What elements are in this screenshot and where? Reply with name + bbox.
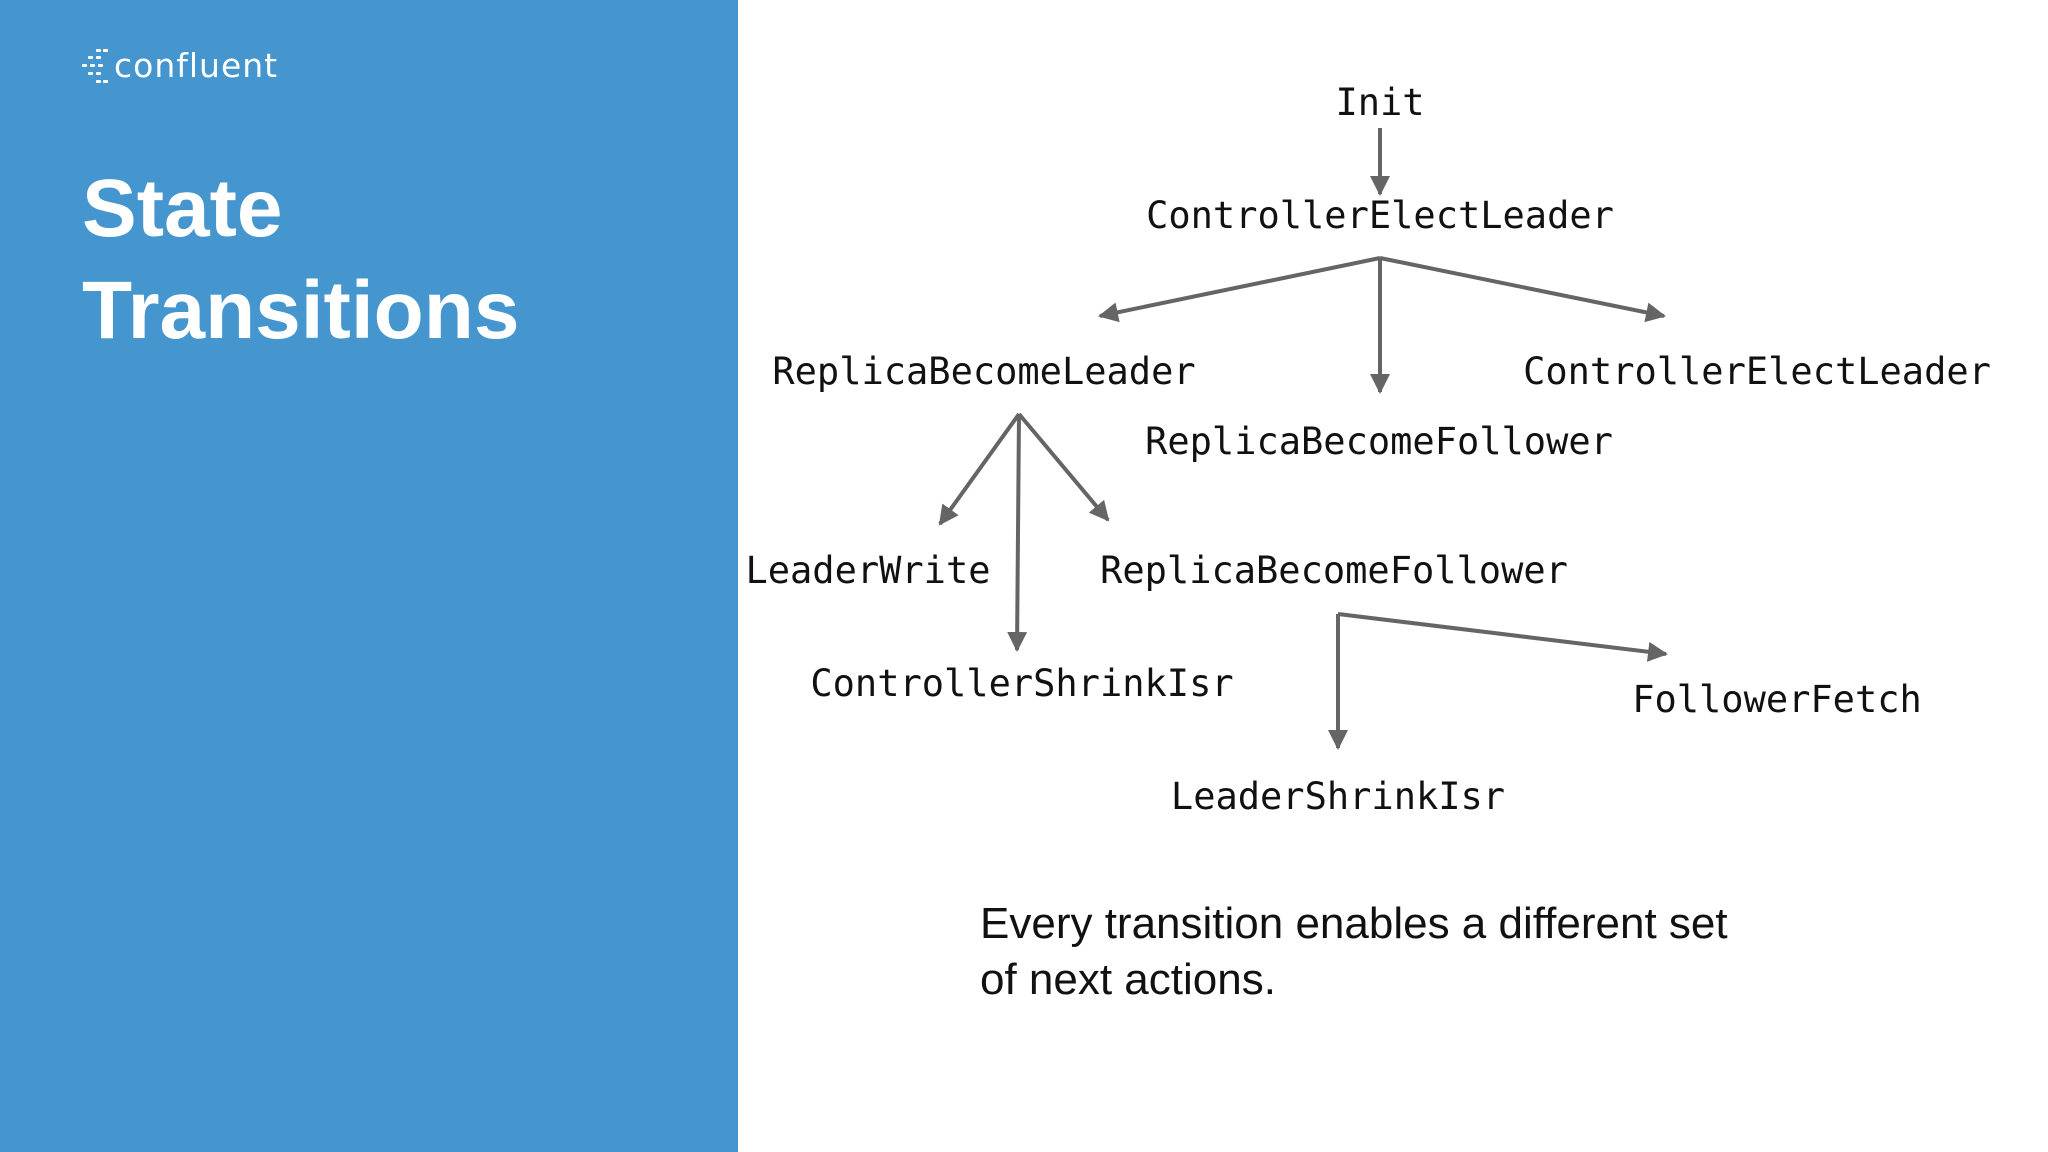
arrow-rbl-to-replica-become-follower	[1017, 412, 1110, 522]
title-line-2: Transitions	[82, 265, 520, 356]
brand-logo: confluent	[82, 44, 278, 88]
caption: Every transition enables a different set…	[980, 896, 1900, 1008]
brand-name: confluent	[114, 46, 279, 85]
node-leader-shrink-isr: LeaderShrinkIsr	[1170, 775, 1506, 818]
node-init: Init	[1335, 81, 1425, 124]
node-leader-write: LeaderWrite	[745, 549, 991, 592]
left-panel: confluent State Transitions	[0, 0, 738, 1152]
node-controller-shrink-isr: ControllerShrinkIsr	[810, 662, 1234, 705]
title-line-1: State	[82, 163, 283, 254]
slide-title: State Transitions	[82, 158, 519, 362]
arrow-rbl-to-controller-shrink-isr	[1007, 413, 1028, 652]
arrow-rbf-to-follower-fetch	[1337, 612, 1668, 662]
node-follower-fetch: FollowerFetch	[1632, 678, 1922, 721]
node-replica-become-leader: ReplicaBecomeLeader	[772, 350, 1196, 393]
caption-line-2: of next actions.	[980, 955, 1276, 1004]
caption-line-1: Every transition enables a different set	[980, 899, 1728, 948]
arrow-rbl-to-leader-write	[938, 412, 1021, 526]
arrow-cel-to-controller-elect-leader	[1379, 256, 1666, 323]
node-replica-become-follower-mid: ReplicaBecomeFollower	[1145, 420, 1613, 463]
node-controller-elect-leader-right: ControllerElectLeader	[1523, 350, 1991, 393]
node-controller-elect-leader: ControllerElectLeader	[1146, 194, 1614, 237]
confluent-logo-icon	[82, 49, 108, 83]
node-replica-become-follower-low: ReplicaBecomeFollower	[1100, 549, 1568, 592]
arrow-cel-to-replica-become-leader	[1098, 256, 1381, 323]
